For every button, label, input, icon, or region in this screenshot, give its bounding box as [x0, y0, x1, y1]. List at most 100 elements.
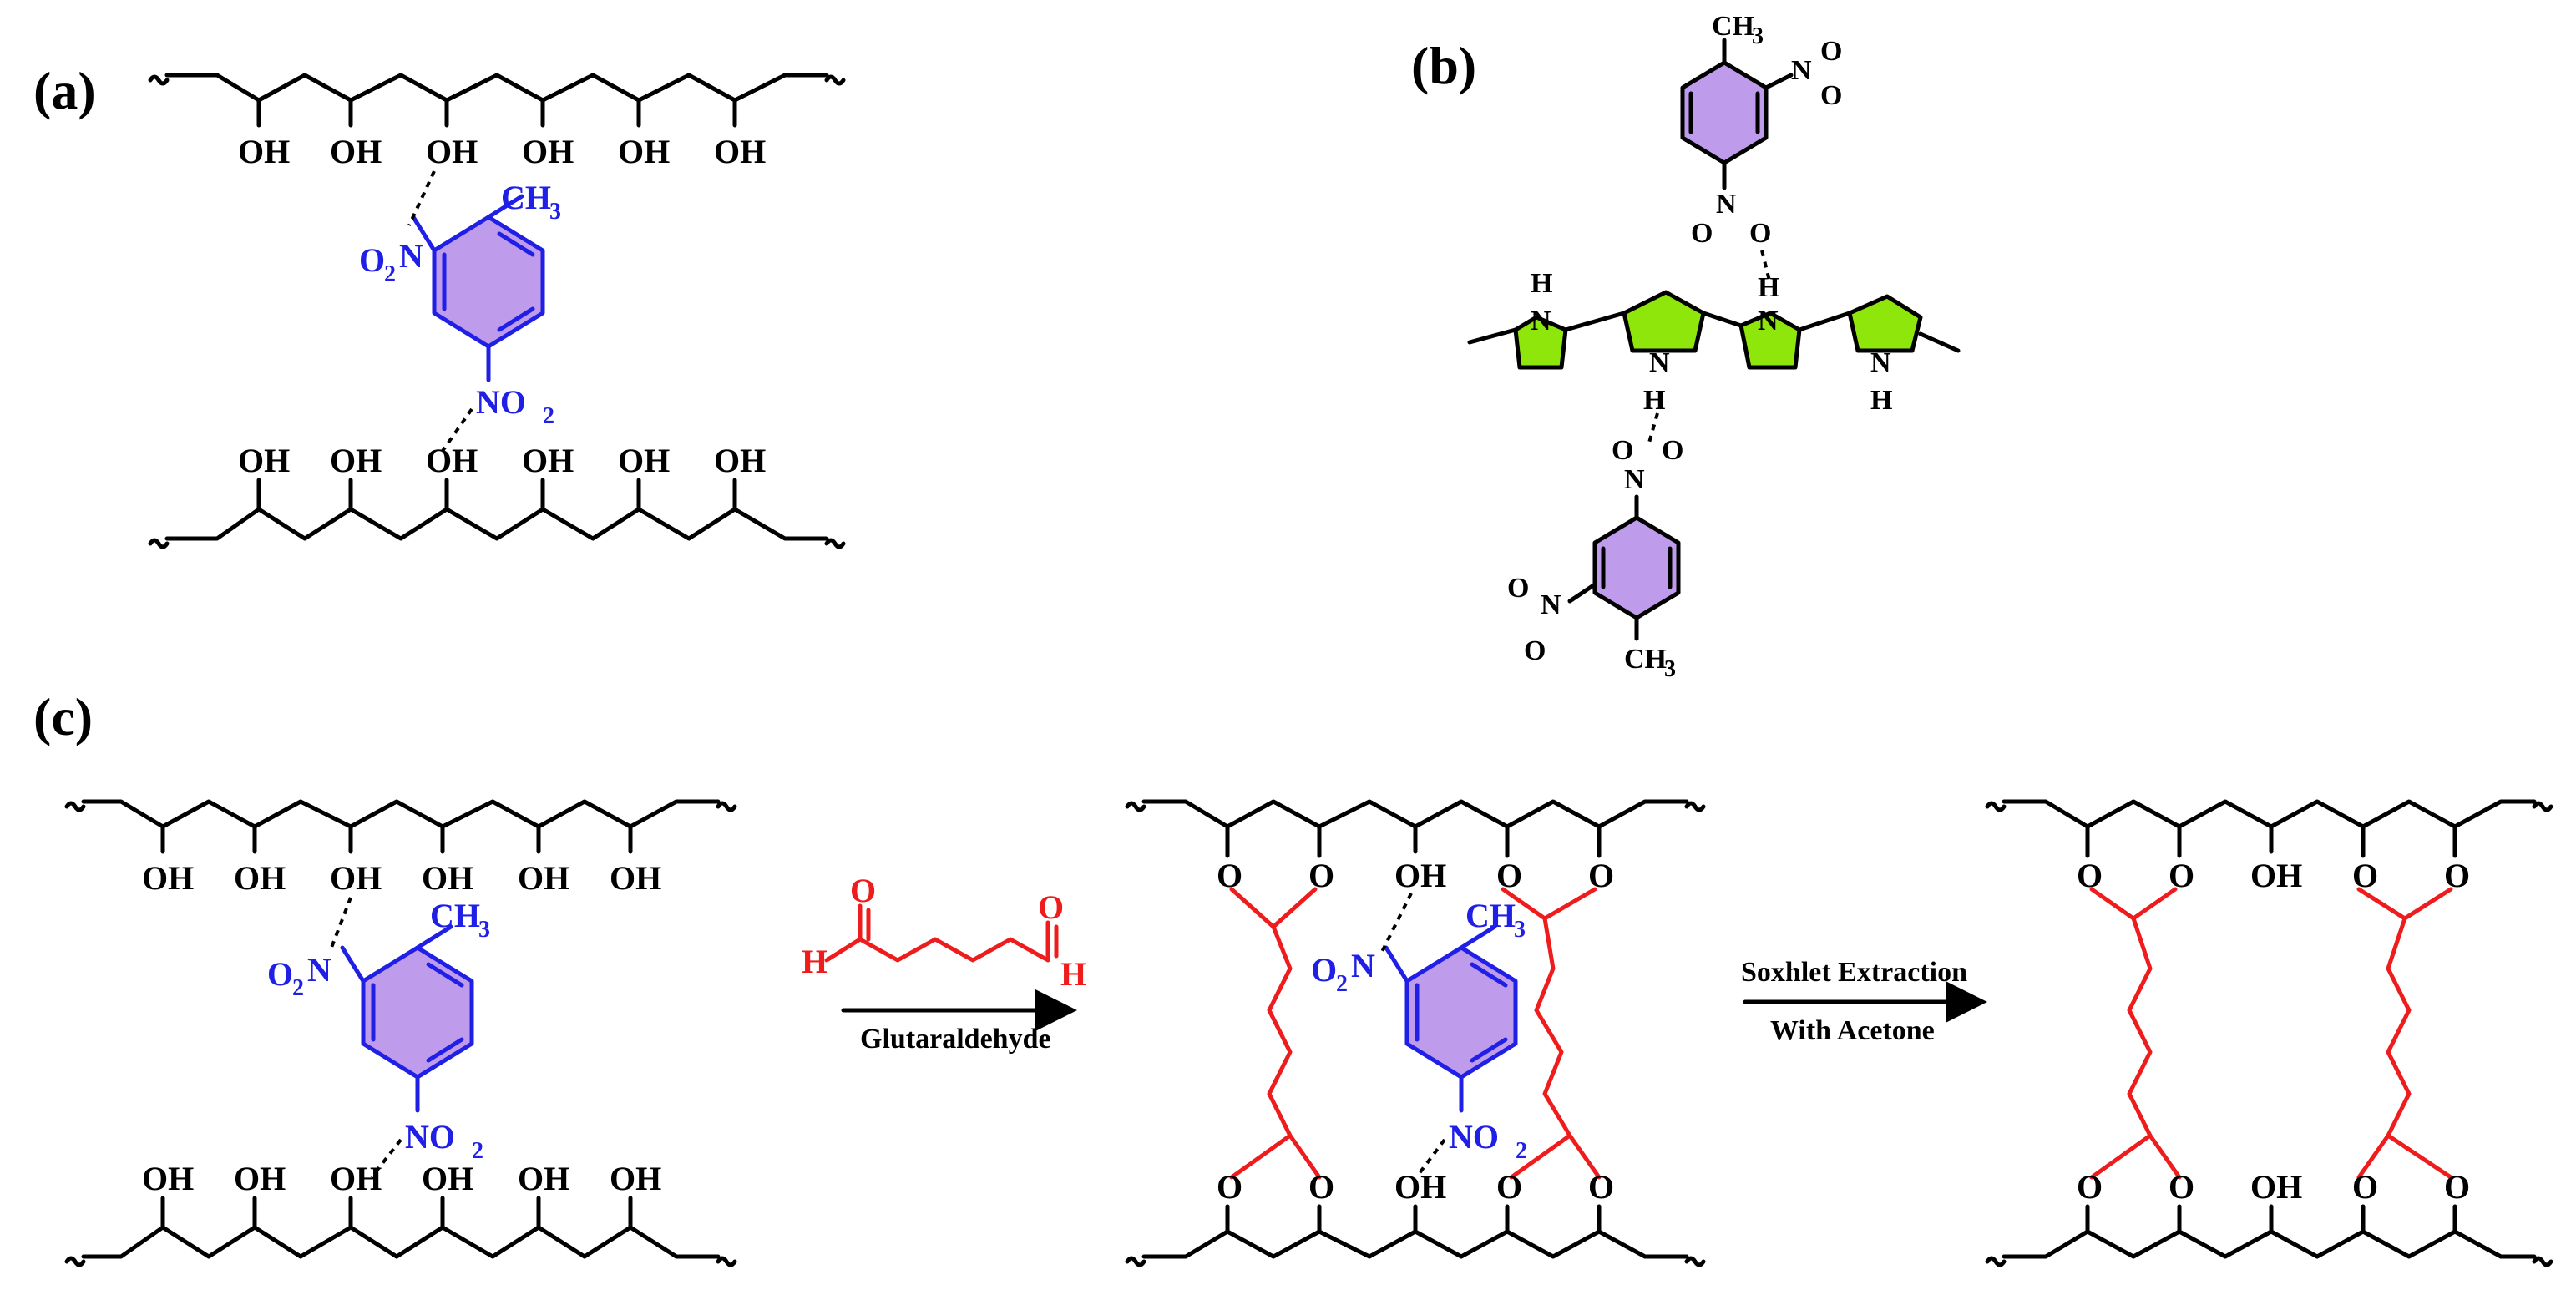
atom-label: N: [1870, 347, 1891, 378]
chain-end-squiggle: [2532, 1256, 2553, 1267]
atom-label: OH: [618, 133, 670, 170]
aldehyde-hydrogen: H: [802, 943, 827, 980]
atom-label: NO: [476, 383, 526, 421]
chain-end-squiggle: [824, 538, 846, 549]
pyrrole-ring: [1622, 290, 1706, 353]
pyrrole-ring: [1738, 311, 1802, 370]
chain-end-squiggle: [1684, 1256, 1706, 1267]
atom-label: O: [1217, 1168, 1242, 1206]
hydrogen-bond: [1380, 893, 1413, 953]
atom-label: N: [1791, 55, 1812, 86]
hydroxyl-groups-bottom: OH OH OH OH OH OH: [142, 1160, 661, 1230]
atom-label: O: [2352, 857, 2378, 894]
extraction-label-line2: With Acetone: [1770, 1015, 1935, 1046]
chain-end-squiggle: [1985, 801, 2007, 812]
atom-label: CH: [1712, 11, 1754, 42]
panel-a: OH OH OH OH OH OH CH 3 O 2 N NO 2: [148, 73, 846, 549]
bond-line: [411, 215, 437, 253]
acetal-oxygens-bottom: O O O O OH: [1217, 1168, 1614, 1234]
atom-label: N: [1649, 347, 1670, 378]
atom-label: 2: [1516, 1138, 1527, 1164]
atom-label: O: [1496, 857, 1522, 894]
panel-b: CH 3 N O O N O O N H N H N H: [1467, 11, 1961, 682]
atom-label: O: [2077, 1168, 2103, 1206]
atom-label: 2: [543, 403, 554, 429]
crosslinker-chain: [1501, 887, 1602, 1180]
bond-line: [1459, 924, 1497, 950]
atom-label: CH: [501, 179, 551, 216]
atom-label: O: [1662, 435, 1683, 466]
atom-label: 3: [478, 917, 490, 943]
bond-line: [1595, 518, 1678, 618]
aldehyde-hydrogen: H: [1060, 955, 1086, 993]
atom-label: OH: [1394, 1168, 1446, 1206]
panel-label-b: (b): [1411, 36, 1476, 95]
dnt-molecule: CH 3 O 2 N NO 2: [267, 897, 490, 1164]
atom-label: OH: [618, 442, 670, 479]
bond-line: [363, 948, 472, 1077]
aldehyde-oxygen: O: [850, 872, 876, 909]
atom-label: OH: [234, 859, 286, 897]
atom-label: OH: [422, 1160, 473, 1197]
atom-label: OH: [518, 1160, 569, 1197]
pva-top-chain: [2002, 799, 2537, 829]
dnt-molecule-bottom: O O N N O O CH 3: [1507, 435, 1683, 682]
chain-end-squiggle: [824, 74, 846, 86]
atom-label: H: [1643, 385, 1665, 416]
extraction-label-line1: Soxhlet Extraction: [1741, 957, 1967, 988]
atom-label: OH: [522, 133, 574, 170]
atom-label: OH: [330, 1160, 382, 1197]
panel-label-c: (c): [33, 687, 93, 746]
pva-top-chain: [164, 73, 829, 103]
atom-label: 3: [1514, 917, 1526, 943]
atom-label: O: [267, 955, 293, 993]
atom-label: OH: [142, 1160, 194, 1197]
crosslinker-chain: [1229, 887, 1322, 1180]
atom-label: 2: [472, 1138, 483, 1164]
chain-end-squiggle: [148, 74, 170, 86]
polypyrrole-chain: N H N H N H N H: [1467, 268, 1961, 416]
atom-label: OH: [426, 133, 478, 170]
hydrogen-bond: [1760, 250, 1772, 285]
atom-label: OH: [714, 133, 766, 170]
atom-label: N: [1351, 947, 1375, 984]
panel-c-step2: O O O O OH CH 3 O 2 N NO 2: [1125, 799, 1706, 1267]
hydroxyl-groups-top: OH OH OH OH OH OH: [238, 98, 766, 170]
atom-label: O: [1588, 857, 1614, 894]
atom-label: OH: [522, 442, 574, 479]
bond-line: [1918, 331, 1961, 353]
pva-bottom-chain: [164, 507, 829, 541]
bond-line: [1701, 311, 1743, 328]
atom-label: H: [1531, 268, 1552, 299]
aldehyde-oxygen: O: [1038, 888, 1064, 926]
crosslinker-chain: [2356, 887, 2453, 1180]
hydrogen-bond: [1647, 412, 1659, 443]
atom-label: O: [1496, 1168, 1522, 1206]
pyrrole-ring: [1513, 315, 1568, 370]
atom-label: N: [307, 951, 331, 989]
atom-label: 3: [1752, 23, 1764, 49]
atom-label: OH: [422, 859, 473, 897]
atom-label: 3: [549, 199, 561, 225]
atom-label: O: [1524, 635, 1546, 666]
bond-line: [486, 194, 524, 220]
acetal-oxygens-bottom: O O OH O O: [2077, 1168, 2470, 1234]
bond-line: [1470, 1037, 1508, 1063]
atom-label: O: [2444, 1168, 2470, 1206]
pva-top-chain: [1141, 799, 1689, 829]
atom-label: 2: [1336, 971, 1348, 997]
chain-end-squiggle: [64, 801, 86, 812]
atom-label: O: [2169, 1168, 2194, 1206]
atom-label: OH: [330, 859, 382, 897]
atom-label: OH: [238, 442, 290, 479]
pva-bottom-chain: [2002, 1229, 2537, 1259]
dnt-molecule: CH 3 O 2 N NO 2: [1311, 897, 1527, 1164]
atom-label: OH: [610, 859, 661, 897]
bond-line: [426, 962, 464, 988]
bond-line: [824, 903, 1050, 963]
atom-label: OH: [330, 442, 382, 479]
atom-label: O: [1612, 435, 1633, 466]
hydrogen-bond: [441, 407, 473, 453]
atom-label: NO: [1449, 1118, 1499, 1156]
bond-line: [497, 306, 535, 332]
